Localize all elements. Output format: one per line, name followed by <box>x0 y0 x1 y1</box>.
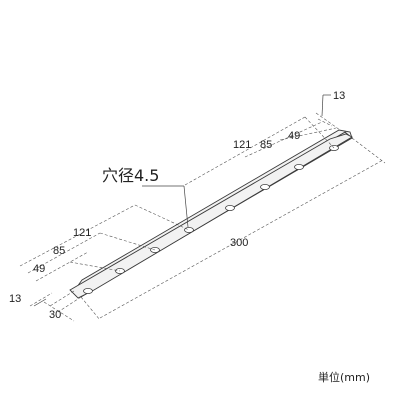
hole-diameter-label: 穴径4.5 <box>102 166 159 185</box>
spacing-left-121-label: 121 <box>73 227 91 239</box>
length-dimension <box>80 137 386 321</box>
spacing-left-85-label: 85 <box>53 245 65 257</box>
edge-bottom-dimension <box>29 292 53 307</box>
hole <box>184 226 194 233</box>
edge-top-dimension <box>317 94 333 127</box>
plate-top-face <box>73 129 353 292</box>
unit-label: 単位(mm) <box>318 370 370 384</box>
hole <box>83 287 93 294</box>
plate-top-face-main <box>69 133 353 299</box>
width-dimension <box>43 290 82 322</box>
spacing-right-49-label: 49 <box>288 130 300 142</box>
edge-top-label: 13 <box>333 90 345 102</box>
hole <box>294 163 304 170</box>
hole <box>260 183 270 190</box>
edge-bottom-label: 13 <box>9 293 21 305</box>
length-label: 300 <box>230 237 248 249</box>
spacing-left-49-label: 49 <box>33 263 45 275</box>
spacing-right-85-label: 85 <box>260 139 272 151</box>
spacing-right-121-label: 121 <box>233 139 251 151</box>
hole <box>225 204 235 211</box>
hole-callout <box>142 185 189 228</box>
width-label: 30 <box>49 309 61 321</box>
left-spacing-dimensions <box>19 204 190 282</box>
right-spacing-dimensions <box>184 112 341 186</box>
